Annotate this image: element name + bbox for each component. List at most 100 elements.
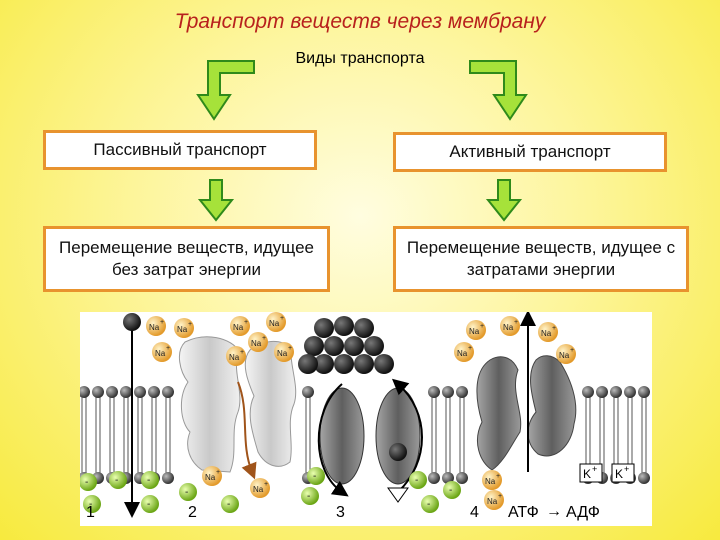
lipid-head: [638, 472, 650, 484]
lipid-head: [92, 386, 104, 398]
sodium-ion: [274, 342, 294, 362]
active-down-arrow: [485, 179, 523, 222]
sodium-ion-charge: +: [244, 319, 248, 326]
sodium-ion: [248, 332, 268, 352]
sodium-ion: [146, 316, 166, 336]
figure-number-4: 4: [470, 504, 479, 521]
negative-ion-charge: -: [227, 499, 230, 510]
potassium-label-2: K: [615, 467, 623, 481]
sodium-ion-label: Na: [233, 323, 244, 332]
sodium-ion: [454, 342, 474, 362]
sodium-ion-charge: +: [160, 319, 164, 326]
sodium-ion-charge: +: [552, 325, 556, 332]
lipid-tails: [81, 396, 647, 474]
membrane-svg: Na+Na+Na+Na+Na+Na+Na+Na+Na+Na+Na+Na+Na+N…: [78, 310, 650, 521]
lipid-head: [134, 386, 146, 398]
negative-ion: [443, 481, 461, 499]
sodium-ion-label: Na: [457, 349, 468, 358]
lipid-head: [162, 472, 174, 484]
sodium-ion-label: Na: [149, 323, 160, 332]
lipid-head: [120, 386, 132, 398]
diffusing-particle: [123, 313, 141, 331]
negative-ion: [83, 495, 101, 513]
sodium-ion-label: Na: [155, 349, 166, 358]
sodium-ion-label: Na: [251, 339, 262, 348]
potassium-box-1: [579, 463, 603, 483]
lipid-head: [106, 386, 118, 398]
negative-ion-charge: -: [147, 475, 150, 486]
sodium-ion: [482, 470, 502, 490]
carrier-particle: [364, 336, 384, 356]
sodium-ion: [152, 342, 172, 362]
carrier-particle: [324, 336, 344, 356]
sodium-ion-charge: +: [264, 481, 268, 488]
potassium-box-2: [611, 463, 635, 483]
carrier-arrow-right: [391, 378, 423, 493]
passive-down-arrow: [197, 179, 235, 222]
sodium-ion-label: Na: [503, 323, 514, 332]
passive-transport-header: Пассивный транспорт: [43, 130, 317, 170]
sodium-ion-label: Na: [177, 325, 188, 334]
lipid-head: [638, 386, 650, 398]
lipid-head: [582, 386, 594, 398]
right-bent-arrow: [469, 60, 528, 121]
carrier-exit-arrow: [387, 487, 409, 503]
sodium-ion-label: Na: [277, 349, 288, 358]
sodium-ion: [250, 478, 270, 498]
carrier-particle: [354, 354, 374, 374]
left-bent-arrow: [196, 60, 255, 121]
sodium-potassium-pump: [476, 355, 577, 471]
sodium-ion-charge: +: [480, 323, 484, 330]
lipid-head: [442, 472, 454, 484]
lipid-head: [162, 386, 174, 398]
negative-ion-charge: -: [415, 475, 418, 486]
page-title: Транспорт веществ через мембрану: [174, 10, 546, 33]
sodium-ion-charge: +: [240, 349, 244, 356]
negative-ion: [79, 473, 97, 491]
atp-label: АТФ: [508, 504, 539, 521]
figure-number-3: 3: [336, 504, 345, 521]
sodium-ion-charge: +: [166, 345, 170, 352]
sodium-ion-label: Na: [269, 319, 280, 328]
sodium-ion-label: Na: [229, 353, 240, 362]
sodium-ion-charge: +: [498, 493, 502, 500]
negative-ion: [307, 467, 325, 485]
sodium-ion: [174, 318, 194, 338]
negative-ion: [179, 483, 197, 501]
carrier-particle: [374, 354, 394, 374]
sodium-ion-label: Na: [487, 497, 498, 506]
carrier-particle: [298, 354, 318, 374]
negative-ion-charge: -: [89, 499, 92, 510]
passive-description-box: Перемещение веществ, идущее без затрат э…: [43, 226, 330, 292]
active-description: Перемещение веществ, идущее с затратами …: [406, 238, 676, 279]
negative-ion: [301, 487, 319, 505]
sodium-ion: [466, 320, 486, 340]
sodium-ion-label: Na: [541, 329, 552, 338]
active-description-box: Перемещение веществ, идущее с затратами …: [393, 226, 689, 292]
negative-ion: [421, 495, 439, 513]
channel-protein: [178, 336, 297, 473]
sodium-ion-charge: +: [496, 473, 500, 480]
negative-ion-charge: -: [427, 499, 430, 510]
sodium-ion-charge: +: [514, 319, 518, 326]
lipid-head: [456, 472, 468, 484]
negative-ion: [109, 471, 127, 489]
potassium-charge-1: +: [592, 464, 597, 474]
figure-number-2: 2: [188, 504, 197, 521]
lipid-head: [302, 386, 314, 398]
sodium-ion: [538, 322, 558, 342]
negative-ion: [141, 495, 159, 513]
sodium-ion-charge: +: [280, 315, 284, 322]
sodium-ion-label: Na: [559, 351, 570, 360]
subtitle: Виды транспорта: [295, 50, 425, 67]
sodium-ion: [500, 316, 520, 336]
sodium-ion: [266, 312, 286, 332]
carrier-particle: [344, 336, 364, 356]
sodium-ion-charge: +: [288, 345, 292, 352]
atp-adp-arrow: →: [546, 503, 562, 520]
potassium-label-1: K: [583, 467, 591, 481]
active-transport-label: Активный транспорт: [449, 142, 611, 161]
lipid-head: [610, 386, 622, 398]
carrier-particle: [314, 318, 334, 338]
sodium-ion: [226, 346, 246, 366]
